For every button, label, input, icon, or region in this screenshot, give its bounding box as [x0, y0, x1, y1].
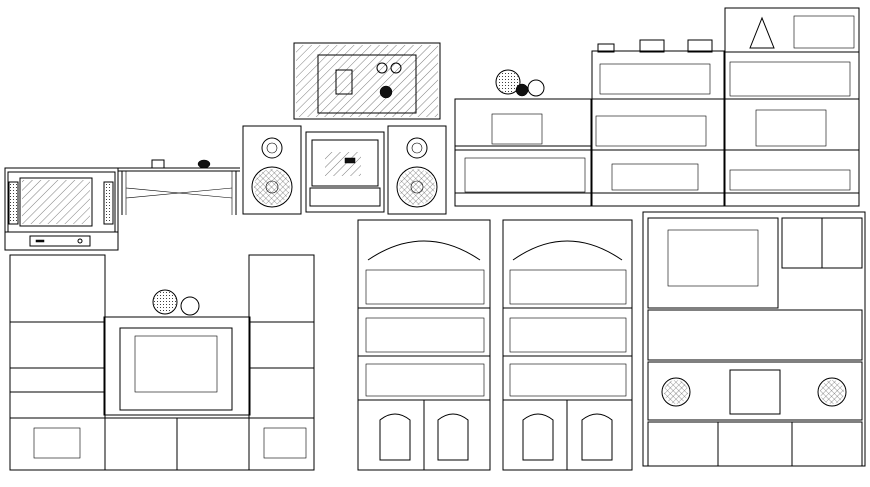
console-table: [118, 159, 240, 215]
entertainment-center-right: [642, 211, 866, 467]
tv-stand-left: [4, 167, 119, 251]
low-bookshelf: [454, 69, 592, 207]
arched-bookcase-left: [357, 219, 491, 471]
wall-stereo-panel: [293, 42, 441, 120]
tall-bookshelf: [724, 7, 860, 207]
stereo-system: [242, 125, 447, 215]
arched-bookcase-right: [502, 219, 633, 471]
mid-bookshelf: [591, 39, 725, 207]
entertainment-center-left: [9, 254, 315, 471]
